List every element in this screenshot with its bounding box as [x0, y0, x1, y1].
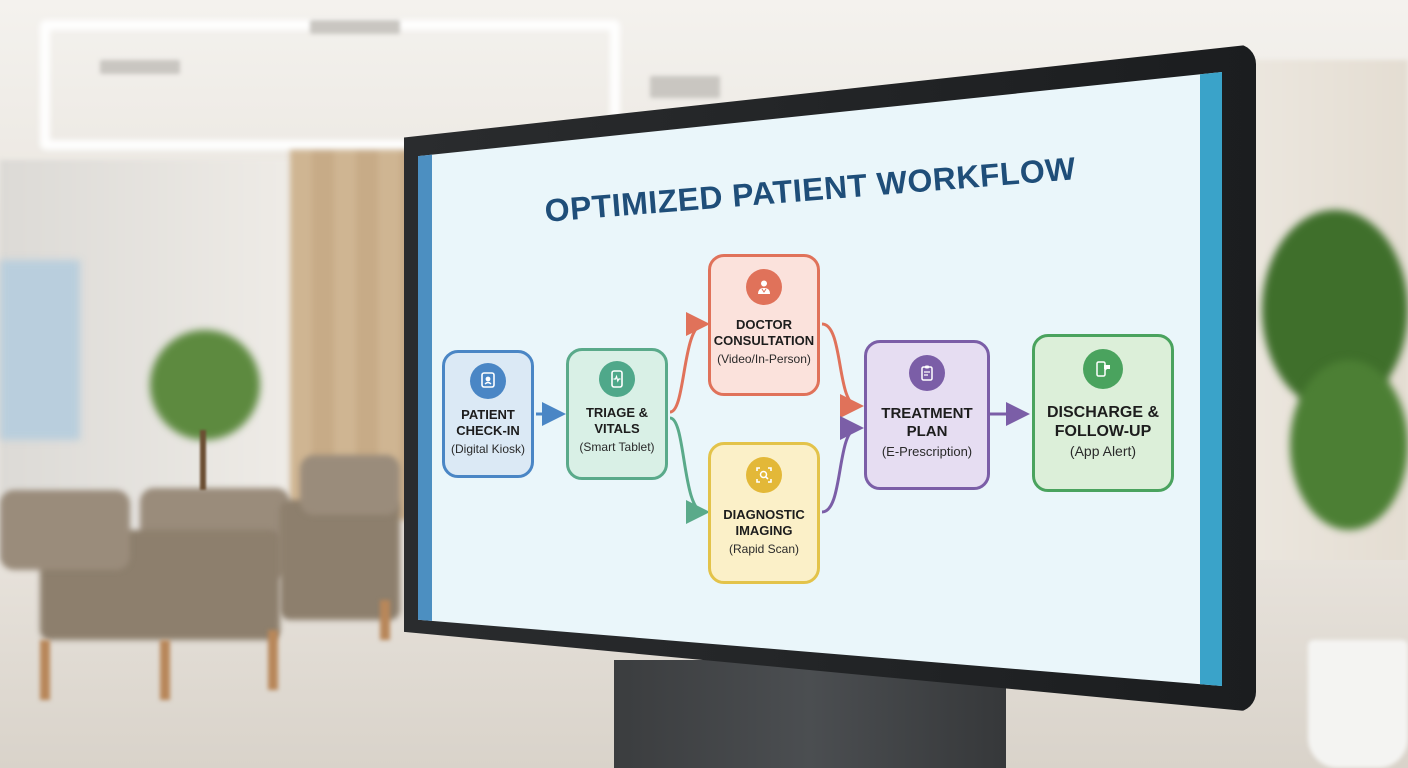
window: [0, 260, 80, 440]
phone-chat-icon: [1083, 349, 1123, 389]
chair-leg: [380, 600, 390, 640]
doctor-icon: [746, 269, 782, 305]
ceiling-vent: [100, 60, 180, 74]
step-name-line2: VITALS: [594, 421, 640, 436]
step-name-line2: PLAN: [906, 423, 948, 440]
screen-left-band: [418, 72, 432, 686]
plant-stem: [200, 430, 206, 490]
flow-arrows: [536, 312, 1030, 524]
step-name-line1: PATIENT: [461, 407, 515, 422]
step-subtitle: (Video/In-Person): [717, 352, 811, 366]
arrow-triage-to-consultation: [669, 312, 710, 414]
step-name-line2: CHECK-IN: [456, 423, 520, 438]
chair-leg: [268, 630, 278, 690]
display-screen: OPTIMIZED PATIENT WORKFLOW PATIENT CHECK…: [418, 72, 1222, 686]
step-name-line1: TREATMENT: [881, 405, 973, 422]
chair-back: [300, 455, 400, 515]
chair-leg: [40, 640, 50, 700]
step-treatment-plan: TREATMENT PLAN (E-Prescription): [864, 340, 990, 490]
step-name-line1: DOCTOR: [735, 317, 793, 332]
arrow-consultation-to-treatment: [821, 322, 864, 418]
chair-back: [0, 490, 130, 570]
step-patient-check-in: PATIENT CHECK-IN (Digital Kiosk): [442, 350, 534, 478]
step-triage-vitals: TRIAGE & VITALS (Smart Tablet): [566, 348, 668, 480]
step-subtitle: (Rapid Scan): [728, 542, 800, 556]
plant-pot: [1308, 640, 1408, 768]
step-name-line1: DIAGNOSTIC: [723, 507, 805, 522]
plant-leaves: [150, 330, 260, 440]
step-subtitle: (Smart Tablet): [579, 440, 655, 454]
tablet-icon: [599, 361, 635, 397]
step-discharge-follow-up: DISCHARGE & FOLLOW-UP (App Alert): [1032, 334, 1174, 492]
arrow-triage-to-imaging: [669, 416, 710, 524]
ceiling-vent: [650, 76, 720, 98]
arrow-imaging-to-treatment: [821, 416, 864, 514]
step-diagnostic-imaging: DIAGNOSTIC IMAGING (Rapid Scan): [708, 442, 820, 584]
ceiling-vent: [310, 20, 400, 34]
scan-icon: [746, 457, 782, 493]
step-doctor-consultation: DOCTOR CONSULTATION (Video/In-Person): [708, 254, 820, 396]
step-name-line1: DISCHARGE &: [1046, 404, 1159, 421]
screen-right-band: [1200, 72, 1222, 686]
clipboard-icon: [909, 355, 945, 391]
plant-leaves: [1290, 360, 1408, 530]
step-subtitle: (E-Prescription): [881, 444, 973, 459]
step-subtitle: (App Alert): [1069, 443, 1137, 459]
step-subtitle: (Digital Kiosk): [450, 442, 525, 456]
step-name-line2: FOLLOW-UP: [1054, 423, 1152, 440]
kiosk-icon: [470, 363, 506, 399]
step-name-line1: TRIAGE &: [585, 405, 649, 420]
chair-leg: [160, 640, 170, 700]
step-name-line2: IMAGING: [735, 523, 793, 538]
step-name-line2: CONSULTATION: [713, 333, 815, 348]
